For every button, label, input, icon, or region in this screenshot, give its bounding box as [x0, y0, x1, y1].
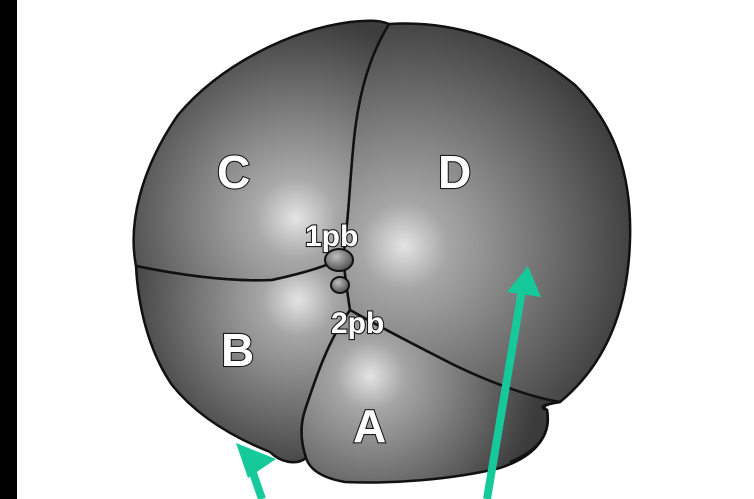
label-d: D: [438, 146, 471, 198]
arrow-left: [236, 443, 276, 499]
label-b: B: [221, 324, 254, 376]
cell-d-lower-lobe: [509, 400, 561, 464]
arrow-right: [483, 266, 541, 499]
label-1pb: 1pb: [305, 220, 358, 253]
polar-body-2: [330, 276, 350, 294]
label-a: A: [353, 400, 386, 452]
label-c: C: [217, 146, 250, 198]
polar-body-1: [324, 248, 354, 272]
cell-b: [134, 256, 352, 464]
label-2pb: 2pb: [331, 307, 384, 340]
